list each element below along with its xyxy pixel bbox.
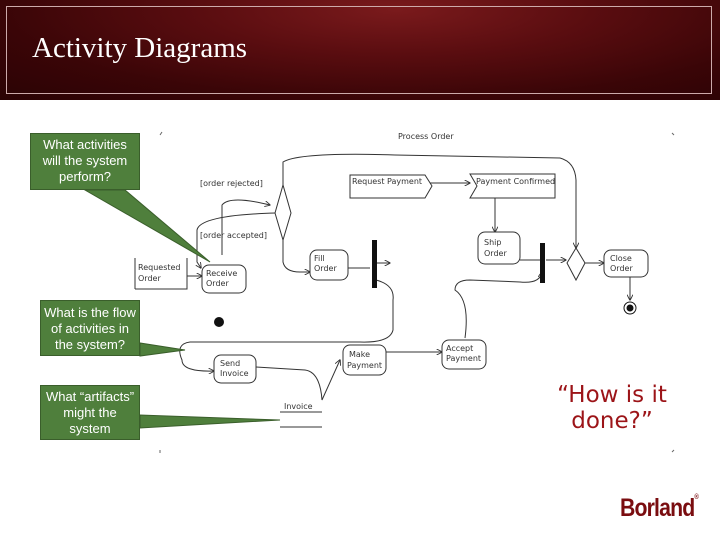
merge-node xyxy=(566,247,586,282)
callout-flow: What is the flow of activities in the sy… xyxy=(40,300,140,356)
flow-line xyxy=(282,153,396,185)
callout-activities: What activities will the system perform? xyxy=(30,133,140,190)
flow-line xyxy=(282,240,310,272)
svg-text:Payment: Payment xyxy=(446,354,481,363)
svg-text:Order: Order xyxy=(314,264,337,273)
flow-line xyxy=(255,360,340,401)
signal-request-payment: Request Payment xyxy=(349,174,433,199)
svg-text:Ship: Ship xyxy=(484,238,501,247)
svg-text:Close: Close xyxy=(610,254,632,263)
signal-payment-confirmed: Payment Confirmed xyxy=(469,173,556,199)
svg-text:Accept: Accept xyxy=(446,344,473,353)
svg-text:Order: Order xyxy=(610,264,633,273)
callout-artifacts: What “artifacts” might the system produc… xyxy=(40,385,140,440)
join-bar xyxy=(540,243,545,283)
final-node xyxy=(626,304,634,312)
svg-text:Order: Order xyxy=(206,279,229,288)
flow-line xyxy=(221,199,270,255)
registered-mark: ® xyxy=(694,494,699,501)
callout-flow-text: What is the flow of activities in the sy… xyxy=(44,305,136,352)
borland-logo: Borland® xyxy=(620,494,699,523)
svg-text:Request Payment: Request Payment xyxy=(352,177,422,186)
callout-pointers xyxy=(83,189,281,429)
svg-text:Order: Order xyxy=(138,274,161,283)
action-receive-order: Receive Order xyxy=(201,264,247,294)
svg-text:Receive: Receive xyxy=(206,269,237,278)
title-banner: Activity Diagrams xyxy=(0,0,720,100)
initial-node xyxy=(214,317,224,327)
callout-activities-text: What activities will the system perform? xyxy=(42,137,128,184)
flow-line xyxy=(454,272,542,339)
quote-text: “How is it done?” xyxy=(557,382,667,434)
flow-line xyxy=(394,154,576,248)
flow-line xyxy=(179,279,394,371)
diagram-corner-marks xyxy=(159,131,675,453)
svg-text:Fill: Fill xyxy=(314,254,325,263)
guard-order-accepted: [order accepted] xyxy=(200,231,267,240)
action-accept-payment: Accept Payment xyxy=(441,339,487,370)
callout-artifacts-text: What “artifacts” might the system produc… xyxy=(45,389,135,439)
action-ship-order: Ship Order xyxy=(477,231,521,265)
fork-bar xyxy=(372,240,377,288)
action-close-order: Close Order xyxy=(603,249,649,278)
action-make-payment: Make Payment xyxy=(342,344,387,376)
svg-text:Send: Send xyxy=(220,359,240,368)
action-fill-order: Fill Order xyxy=(309,249,349,281)
decision-node xyxy=(274,183,292,242)
borland-logo-text: Borland xyxy=(620,494,695,522)
frame-title: Process Order xyxy=(398,132,454,141)
object-invoice: Invoice xyxy=(284,402,313,411)
flow-line xyxy=(197,212,277,268)
guard-order-rejected: [order rejected] xyxy=(200,179,263,188)
svg-text:Make: Make xyxy=(349,350,370,359)
svg-text:Order: Order xyxy=(484,249,507,258)
svg-text:Invoice: Invoice xyxy=(220,369,249,378)
svg-text:Payment: Payment xyxy=(347,361,382,370)
svg-text:Payment Confirmed: Payment Confirmed xyxy=(476,177,555,186)
slide-title: Activity Diagrams xyxy=(32,32,248,64)
object-requested-order: Requested Order xyxy=(134,258,188,290)
svg-text:Requested: Requested xyxy=(138,263,181,272)
action-send-invoice: Send Invoice xyxy=(213,354,257,384)
title-banner-frame xyxy=(6,6,712,94)
